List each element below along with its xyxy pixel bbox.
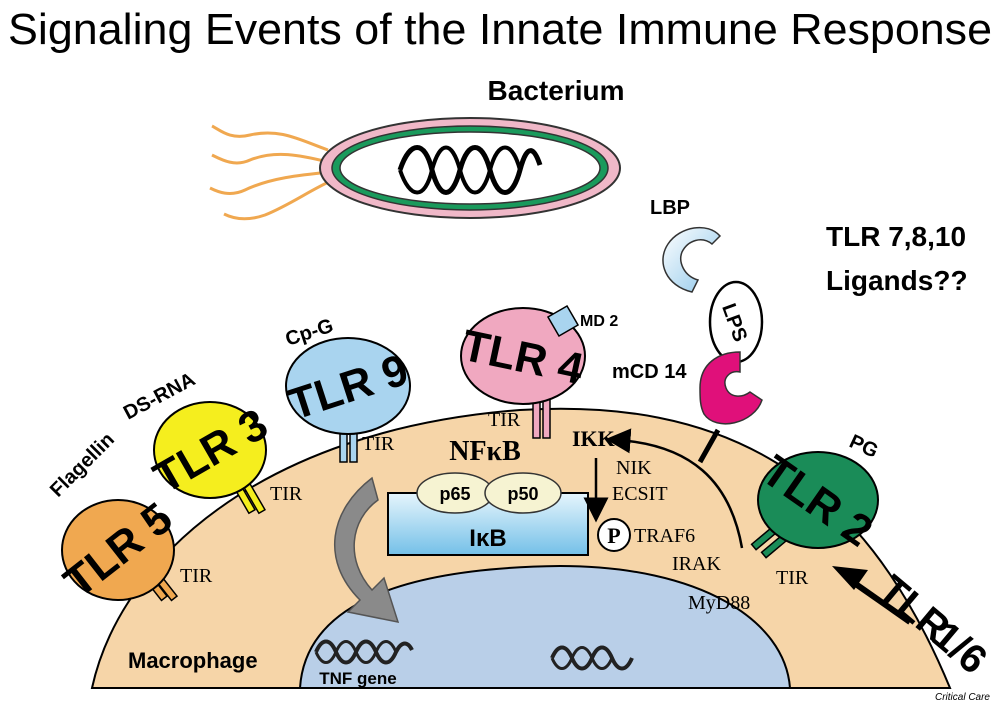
flagella [209, 124, 334, 221]
tlr2-receptor: TLR 2 [750, 446, 881, 559]
flagellin-label: Flagellin [46, 429, 119, 502]
translocation-arrow [334, 476, 400, 623]
md2-icon [546, 304, 580, 338]
tlr3-receptor: TLR 3 [146, 400, 276, 515]
tlr9-receptor: TLR 9 [283, 337, 414, 463]
tlr3-tir-label: TIR [270, 483, 303, 505]
ikb-label: IκB [469, 525, 506, 552]
macrophage-label: Macrophage [128, 648, 258, 673]
source-label: Critical Care [935, 692, 990, 703]
mcd14-label: mCD 14 [612, 361, 687, 383]
tlr9-tir-label: TIR [362, 433, 395, 455]
bacterial-dna-icon [397, 145, 543, 195]
p50-label: p50 [507, 484, 538, 504]
pg-label: PG [846, 431, 881, 463]
p50-subunit [484, 472, 562, 514]
bacterium-cytoplasm [339, 131, 601, 205]
myd88-label: MyD88 [688, 592, 750, 614]
diagram-title: Signaling Events of the Innate Immune Re… [8, 5, 992, 54]
irak-label: IRAK [672, 553, 721, 575]
traf6-label: TRAF6 [634, 525, 695, 547]
tlr4-receptor: TLR 4 [458, 307, 588, 439]
ecsit-label: ECSIT [612, 483, 668, 505]
tnf-gene-dna-icon [314, 639, 414, 665]
tlr-7-8-10-label: TLR 7,8,10 [826, 221, 966, 252]
phosphate-icon [597, 518, 631, 552]
tlr-1-6-arrow-shaft [848, 577, 912, 625]
dna-icon [550, 645, 634, 671]
bacterium-label: Bacterium [488, 75, 625, 106]
tlr2-tir-label: TIR [776, 567, 809, 589]
tlr5-receptor: TLR 5 [55, 493, 181, 607]
tlr4-tir-label: TIR [488, 409, 521, 431]
cascade-arrow-to-ikk [605, 428, 744, 549]
tnf-gene-label: TNF gene [319, 669, 396, 688]
tlr-1-6-arrow-head [832, 566, 868, 590]
md2-label: MD 2 [580, 313, 618, 330]
lbp-label: LBP [650, 197, 690, 219]
ikk-label: IKK [572, 426, 615, 451]
ligands-unknown-label: Ligands?? [826, 265, 968, 296]
bacterium: Bacterium [209, 75, 625, 221]
nucleus [298, 564, 792, 689]
lbp-icon [662, 226, 722, 293]
phosphate-label: P [607, 523, 620, 548]
nik-label: NIK [616, 457, 652, 479]
p65-label: p65 [439, 484, 470, 504]
tlr5-tir-label: TIR [180, 565, 213, 587]
mcd14-receptor [697, 351, 763, 464]
nfkb-label: NFκB [449, 436, 521, 467]
